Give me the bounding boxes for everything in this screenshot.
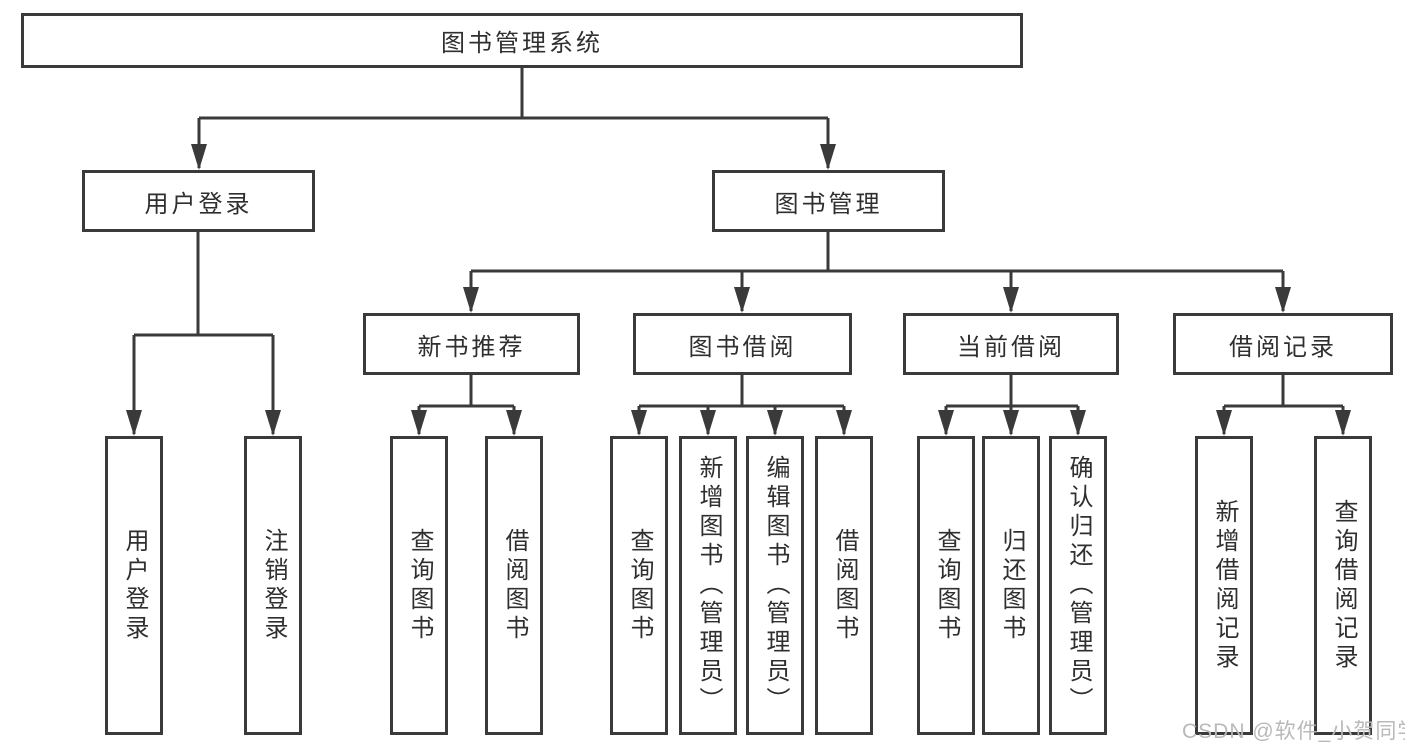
node-label: 查询图书 (626, 527, 653, 644)
node-label: 图书管理系统 (441, 30, 603, 57)
node-label: 图书管理 (774, 190, 883, 218)
leaf-add-books-admin: 新增图书（管理员） (679, 436, 737, 735)
leaf-query-books-recommend: 查询图书 (390, 436, 448, 735)
node-label: 注销登录 (260, 527, 287, 644)
node-book-borrowing: 图书借阅 (633, 313, 852, 375)
node-label: 借阅图书 (831, 527, 858, 644)
node-current-borrowing: 当前借阅 (903, 313, 1119, 375)
leaf-query-books-current: 查询图书 (917, 436, 975, 735)
leaf-edit-books-admin: 编辑图书（管理员） (746, 436, 804, 735)
node-label: 确认归还（管理员） (1065, 455, 1092, 716)
node-label: 用户登录 (121, 527, 148, 644)
node-label: 借阅记录 (1229, 333, 1337, 361)
node-library-management-system: 图书管理系统 (21, 13, 1023, 68)
leaf-borrow-books-recommend: 借阅图书 (485, 436, 543, 735)
leaf-add-borrow-record: 新增借阅记录 (1195, 436, 1253, 735)
node-label: 归还图书 (998, 527, 1025, 644)
leaf-query-books-borrowing: 查询图书 (610, 436, 668, 735)
leaf-user-login: 用户登录 (105, 436, 163, 735)
leaf-borrow-books: 借阅图书 (815, 436, 873, 735)
leaf-query-borrow-record: 查询借阅记录 (1314, 436, 1372, 735)
node-book-management: 图书管理 (712, 170, 945, 232)
leaf-confirm-return-admin: 确认归还（管理员） (1049, 436, 1107, 735)
node-label: 新书推荐 (417, 333, 526, 361)
node-label: 查询借阅记录 (1330, 498, 1357, 673)
leaf-logout: 注销登录 (244, 436, 302, 735)
node-user-login: 用户登录 (82, 170, 315, 232)
leaf-return-books: 归还图书 (982, 436, 1040, 735)
node-label: 编辑图书（管理员） (762, 455, 789, 716)
node-label: 图书借阅 (688, 333, 797, 361)
node-label: 查询图书 (406, 527, 433, 644)
node-label: 新增图书（管理员） (695, 455, 722, 716)
node-borrowing-records: 借阅记录 (1173, 313, 1393, 375)
node-label: 用户登录 (144, 190, 253, 218)
node-new-book-recommendation: 新书推荐 (363, 313, 580, 375)
node-label: 查询图书 (933, 527, 960, 644)
node-label: 新增借阅记录 (1211, 498, 1238, 673)
csdn-watermark: CSDN @软件_小贺同学 (1182, 720, 1405, 743)
tree-edges (132, 68, 1345, 434)
node-label: 借阅图书 (501, 527, 528, 644)
node-label: 当前借阅 (957, 333, 1065, 361)
